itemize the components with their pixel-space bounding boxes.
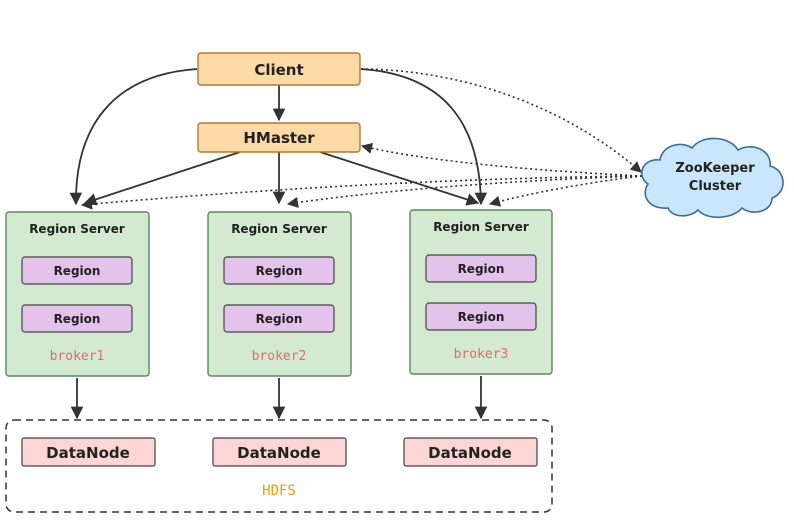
- hdfs-container: DataNode DataNode DataNode HDFS: [5, 419, 553, 513]
- broker-label: broker2: [252, 349, 307, 364]
- datanode-label: DataNode: [428, 444, 512, 462]
- region-server-3: Region Server Region Region broker3: [409, 209, 553, 375]
- dotted-zookeeper-to-rs3: [488, 175, 643, 207]
- arrow-hmaster-to-rs1: [83, 151, 241, 206]
- arrow-client-to-rs3: [360, 68, 488, 206]
- region-label: Region: [256, 312, 303, 326]
- region-label: Region: [458, 262, 505, 276]
- client-node: Client: [197, 52, 361, 86]
- zookeeper-label-line1: ZooKeeper: [675, 161, 755, 176]
- dotted-zookeeper-to-rs2: [286, 175, 643, 209]
- region-server-title: Region Server: [433, 220, 529, 234]
- region-box: [425, 254, 537, 283]
- region-server-title: Region Server: [231, 222, 327, 236]
- dotted-zookeeper-to-hmaster: [360, 142, 643, 177]
- datanode-label: DataNode: [237, 444, 321, 462]
- arrow-client-to-rs1: [69, 68, 198, 206]
- hmaster-node: HMaster: [197, 122, 361, 153]
- dotted-zookeeper-to-rs1: [80, 175, 643, 210]
- arrow-hmaster-to-rs3: [319, 151, 480, 206]
- client-label: Client: [254, 61, 303, 79]
- region-box: [425, 302, 537, 331]
- dotted-client-to-zookeeper: [360, 68, 642, 173]
- broker-label: broker1: [50, 349, 105, 364]
- region-server-2: Region Server Region Region broker2: [207, 211, 352, 377]
- datanode-box: [403, 437, 538, 467]
- datanode-label: DataNode: [46, 444, 130, 462]
- region-label: Region: [54, 264, 101, 278]
- datanode-box: [21, 437, 156, 467]
- cloud-icon: [640, 137, 784, 219]
- region-box: [21, 304, 133, 333]
- hmaster-label: HMaster: [243, 129, 315, 147]
- region-box: [21, 256, 133, 285]
- datanode-box: [212, 437, 347, 467]
- region-box: [223, 304, 335, 333]
- broker-label: broker3: [454, 347, 509, 362]
- zookeeper-cloud: ZooKeeper Cluster: [640, 137, 784, 219]
- connectors: [69, 68, 643, 420]
- region-box: [223, 256, 335, 285]
- region-label: Region: [458, 310, 505, 324]
- hdfs-label: HDFS: [262, 483, 296, 499]
- region-server-title: Region Server: [29, 222, 125, 236]
- region-server-1: Region Server Region Region broker1: [5, 211, 150, 377]
- region-label: Region: [54, 312, 101, 326]
- region-label: Region: [256, 264, 303, 278]
- zookeeper-label-line2: Cluster: [689, 179, 742, 194]
